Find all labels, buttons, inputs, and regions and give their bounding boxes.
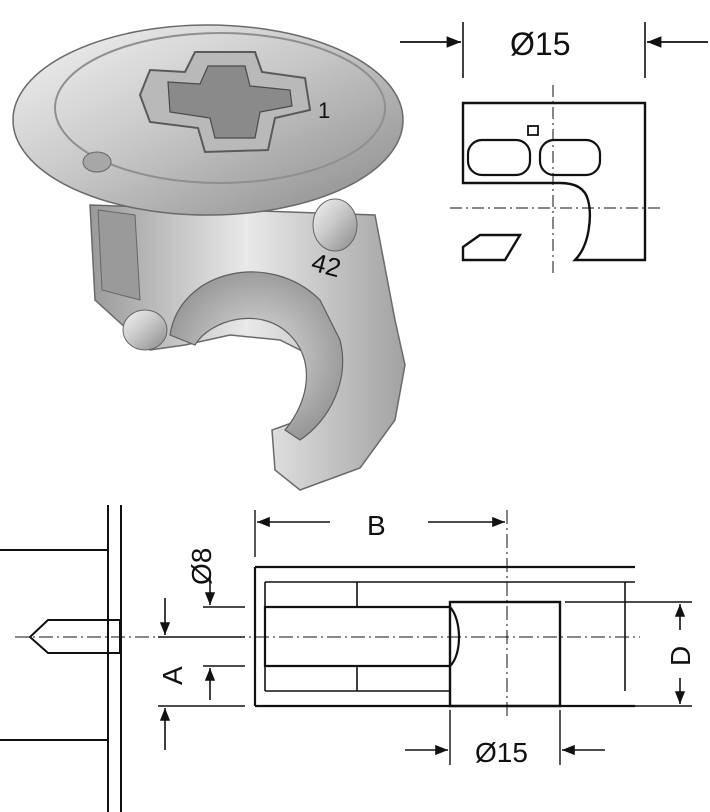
rivet-left: [122, 309, 168, 351]
top-diameter-label: Ø15: [510, 26, 570, 62]
cam-connector-photo: 42 1: [12, 24, 406, 491]
disc-dimple: [82, 151, 112, 173]
bolt-tip: [28, 619, 121, 654]
elevation-slot-right: [538, 138, 602, 177]
elevation-outline: [461, 101, 647, 262]
cam-side-window: [97, 209, 141, 301]
section-view: B Ø8 A D Ø15: [0, 505, 696, 812]
elevation-lower-lip: [461, 233, 523, 262]
dim-bottom-diameter-label: Ø15: [475, 737, 528, 768]
rivet-right: [312, 198, 358, 252]
dowel-bolt: [0, 549, 108, 741]
elevation-notch: [527, 125, 539, 136]
elevation-view: Ø15: [400, 22, 708, 275]
cam-slot: [169, 271, 344, 441]
dim-bore-label: Ø8: [186, 548, 217, 585]
elevation-slot-left: [466, 138, 532, 177]
stamp-mark: 1: [318, 98, 330, 123]
cross-slot-inner: [167, 65, 293, 139]
dim-d-label: D: [665, 646, 696, 666]
cam-hook-body: [89, 204, 406, 491]
cam-disc-inner: [54, 32, 386, 184]
cam-head: [448, 600, 562, 708]
dim-a-label: A: [157, 666, 188, 685]
dim-b-label: B: [367, 510, 386, 541]
